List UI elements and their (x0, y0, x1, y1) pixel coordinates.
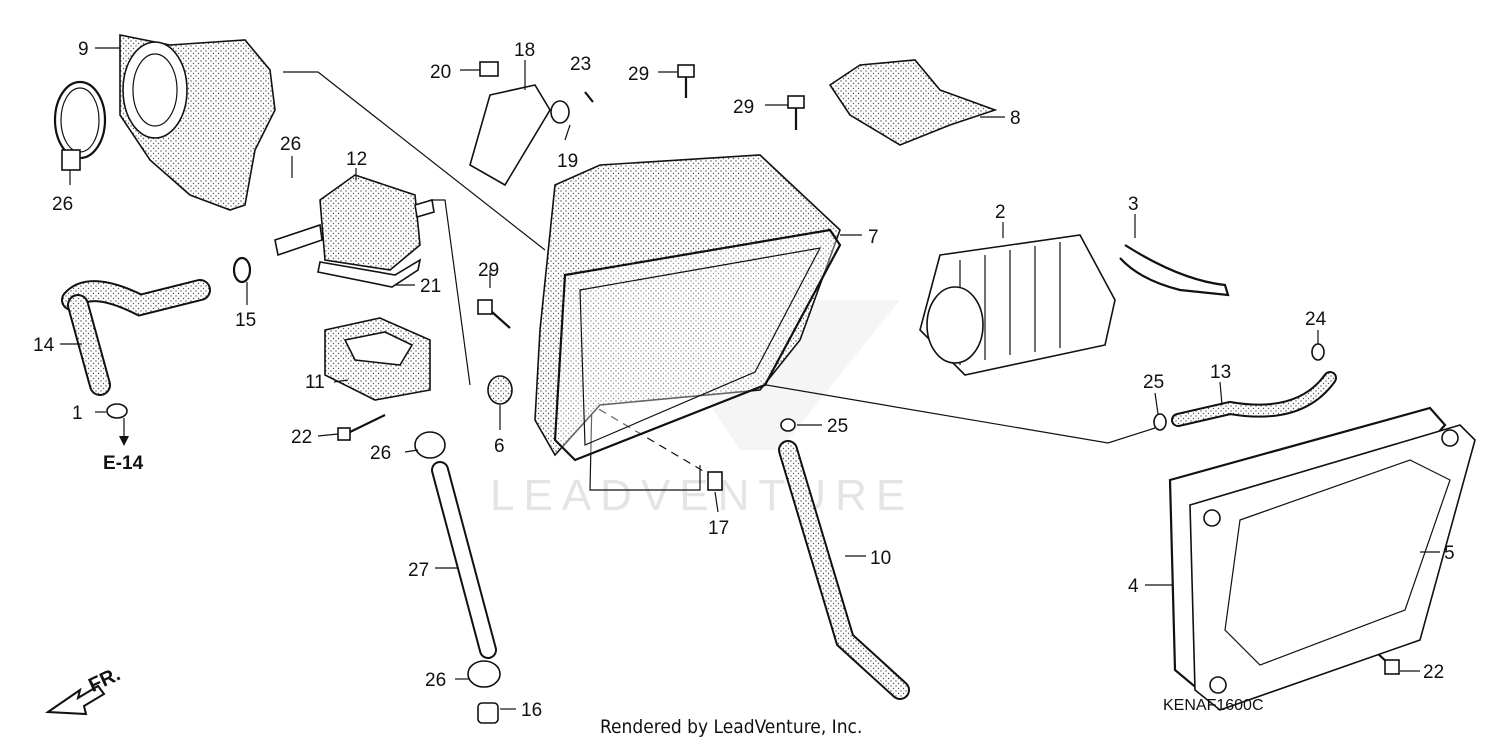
callout-26a: 26 (370, 443, 391, 464)
inlet-duct (119, 34, 276, 211)
clip-c (780, 418, 796, 432)
callout-25b: 25 (1143, 372, 1164, 393)
callout-13: 13 (1210, 362, 1231, 383)
air-cleaner-cover (1168, 406, 1476, 711)
diagram-code: KENAF1600C (1163, 697, 1264, 714)
callout-20: 20 (430, 62, 451, 83)
clip-a (1311, 343, 1325, 361)
cover-gasket (317, 258, 422, 288)
callout-18: 18 (514, 40, 535, 61)
air-filter-element (919, 234, 1116, 376)
grommet (550, 100, 570, 124)
callout-29c: 29 (478, 260, 499, 281)
callout-23: 26 (280, 134, 301, 155)
callout-8: 8 (1010, 108, 1021, 129)
callout-2: 2 (995, 202, 1006, 223)
callout-21: 21 (420, 276, 441, 297)
callout-15: 15 (235, 310, 256, 331)
reed-valve (324, 317, 431, 401)
bolts (477, 64, 805, 329)
callout-22a: 22 (291, 427, 312, 448)
plug (479, 61, 499, 77)
watermark-text: LEADVENTURE (490, 471, 914, 520)
callout-10: 10 (870, 548, 891, 569)
clamp-top (414, 431, 446, 459)
callout-25a: 24 (1305, 309, 1327, 330)
callout-25c: 25 (827, 416, 848, 437)
callout-16: 16 (521, 700, 542, 721)
element-band (1119, 244, 1230, 297)
callouts: 9 26 20 18 23 19 29 29 8 7 2 3 26 12 21 … (33, 39, 1455, 721)
callout-24: 23 (570, 54, 591, 75)
reference-label: E-14 (103, 453, 144, 474)
callout-29a: 29 (628, 64, 649, 85)
clip-17 (707, 471, 723, 491)
top-duct (828, 59, 998, 146)
callout-28: 26 (52, 194, 73, 215)
callout-3: 3 (1128, 194, 1139, 215)
callout-7: 7 (868, 227, 879, 248)
drain-tube (780, 442, 908, 698)
case-grommet (487, 375, 513, 405)
callout-1: 1 (72, 403, 83, 424)
callout-4: 4 (1128, 576, 1139, 597)
air-cleaner-case (534, 154, 842, 462)
front-arrow: FR. (45, 663, 124, 716)
callout-11: 11 (305, 372, 325, 393)
callout-22b: 22 (1423, 662, 1444, 683)
callout-26b: 26 (425, 670, 446, 691)
small-clip (106, 403, 128, 419)
callout-29b: 29 (733, 97, 754, 118)
callout-27: 27 (408, 560, 429, 581)
drain-hose (1173, 373, 1335, 425)
drain-cap (477, 702, 499, 724)
screw-left (347, 414, 386, 434)
bracket (469, 84, 551, 187)
clip-b (1153, 413, 1167, 431)
callout-19: 19 (557, 151, 578, 172)
hose-clip (232, 256, 252, 284)
pin (584, 91, 594, 103)
credit-text: Rendered by LeadVenture, Inc. (600, 716, 863, 738)
callout-6: 6 (494, 436, 505, 457)
clamp-bottom (467, 660, 501, 688)
callout-12: 12 (346, 149, 367, 170)
hose-clamp (53, 80, 107, 171)
callout-9: 9 (78, 39, 89, 60)
callout-14: 14 (33, 335, 55, 356)
callout-17: 17 (708, 518, 729, 539)
callout-5: 5 (1444, 543, 1455, 564)
valve-cover (274, 174, 435, 271)
